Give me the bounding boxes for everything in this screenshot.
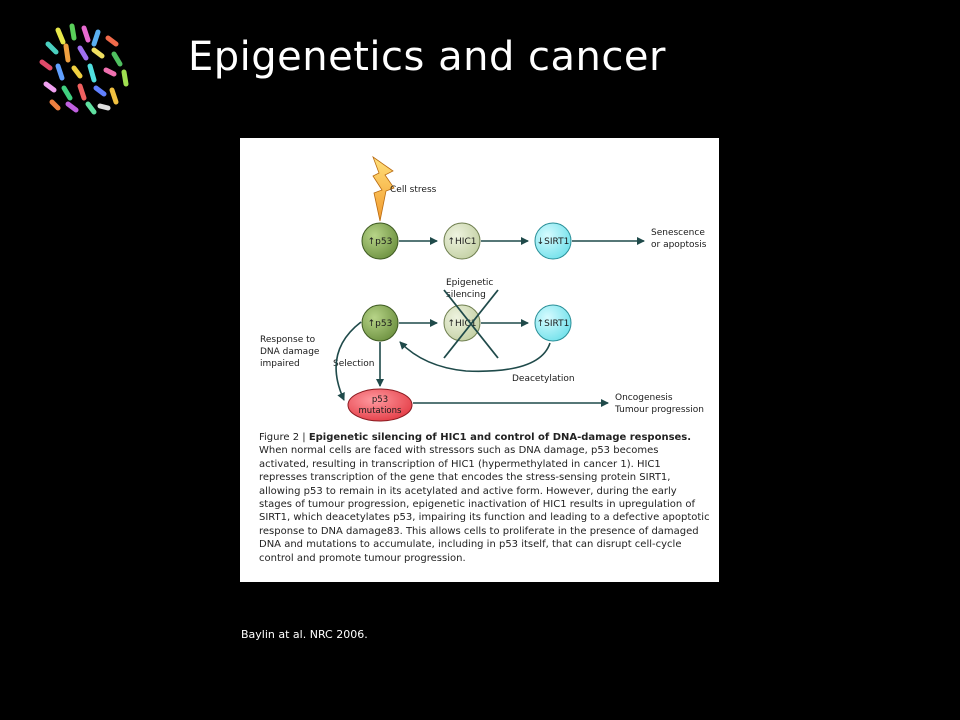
p53-node-row1: ↑p53 [361,222,399,260]
hic1-node-row2-label: ↑HIC1 [448,319,477,329]
figure-caption-body: When normal cells are faced with stresso… [259,445,710,564]
response-label-2: DNA damage [260,347,320,357]
figure-caption-label: Figure 2 | [259,432,309,443]
pathway-diagram: Cell stress ↑p53 ↑HIC1 ↓SIRT1 Senescence… [260,155,707,422]
hic1-node-row1: ↑HIC1 [443,222,481,260]
hic1-node-row1-label: ↑HIC1 [448,237,477,247]
figure-caption: Figure 2 | Epigenetic silencing of HIC1 … [259,431,711,565]
lightning-bolt-icon [372,155,395,222]
response-label-3: impaired [260,359,300,369]
silencing-label: silencing [446,290,486,300]
oncogenesis-label: Oncogenesis [615,393,673,403]
sirt1-node-row1-label: ↓SIRT1 [537,237,570,247]
deacetylation-label: Deacetylation [512,374,575,384]
deacetylation-arrow [399,341,551,373]
p53-node-row2-label: ↑p53 [368,319,393,329]
slide-title: Epigenetics and cancer [188,34,666,80]
figure-caption-title: Epigenetic silencing of HIC1 and control… [308,432,692,443]
chromosome-spread-icon [39,23,129,115]
hic1-node-row2: ↑HIC1 [443,304,481,342]
tumour-progression-label: Tumour progression [614,405,704,415]
p53-mutations-label-1: p53 [372,395,388,405]
senescence-label: Senescence [651,228,705,238]
sirt1-node-row2: ↑SIRT1 [534,304,572,342]
selection-label: Selection [333,359,374,369]
p53-mutations-node: p53 mutations [347,388,413,422]
response-impaired-arrow [335,321,362,401]
p53-node-row2: ↑p53 [361,304,399,342]
p53-mutations-label-2: mutations [359,406,402,416]
cell-stress-label: Cell stress [390,185,437,195]
sirt1-node-row1: ↓SIRT1 [534,222,572,260]
figure-panel: Cell stress ↑p53 ↑HIC1 ↓SIRT1 Senescence… [240,138,719,582]
p53-node-row1-label: ↑p53 [368,237,393,247]
apoptosis-label: or apoptosis [651,240,707,250]
epigenetic-label: Epigenetic [446,278,493,288]
sirt1-node-row2-label: ↑SIRT1 [537,319,570,329]
citation: Baylin at al. NRC 2006. [241,628,368,641]
silencing-cross-mark [443,289,499,359]
response-label-1: Response to [260,335,316,345]
